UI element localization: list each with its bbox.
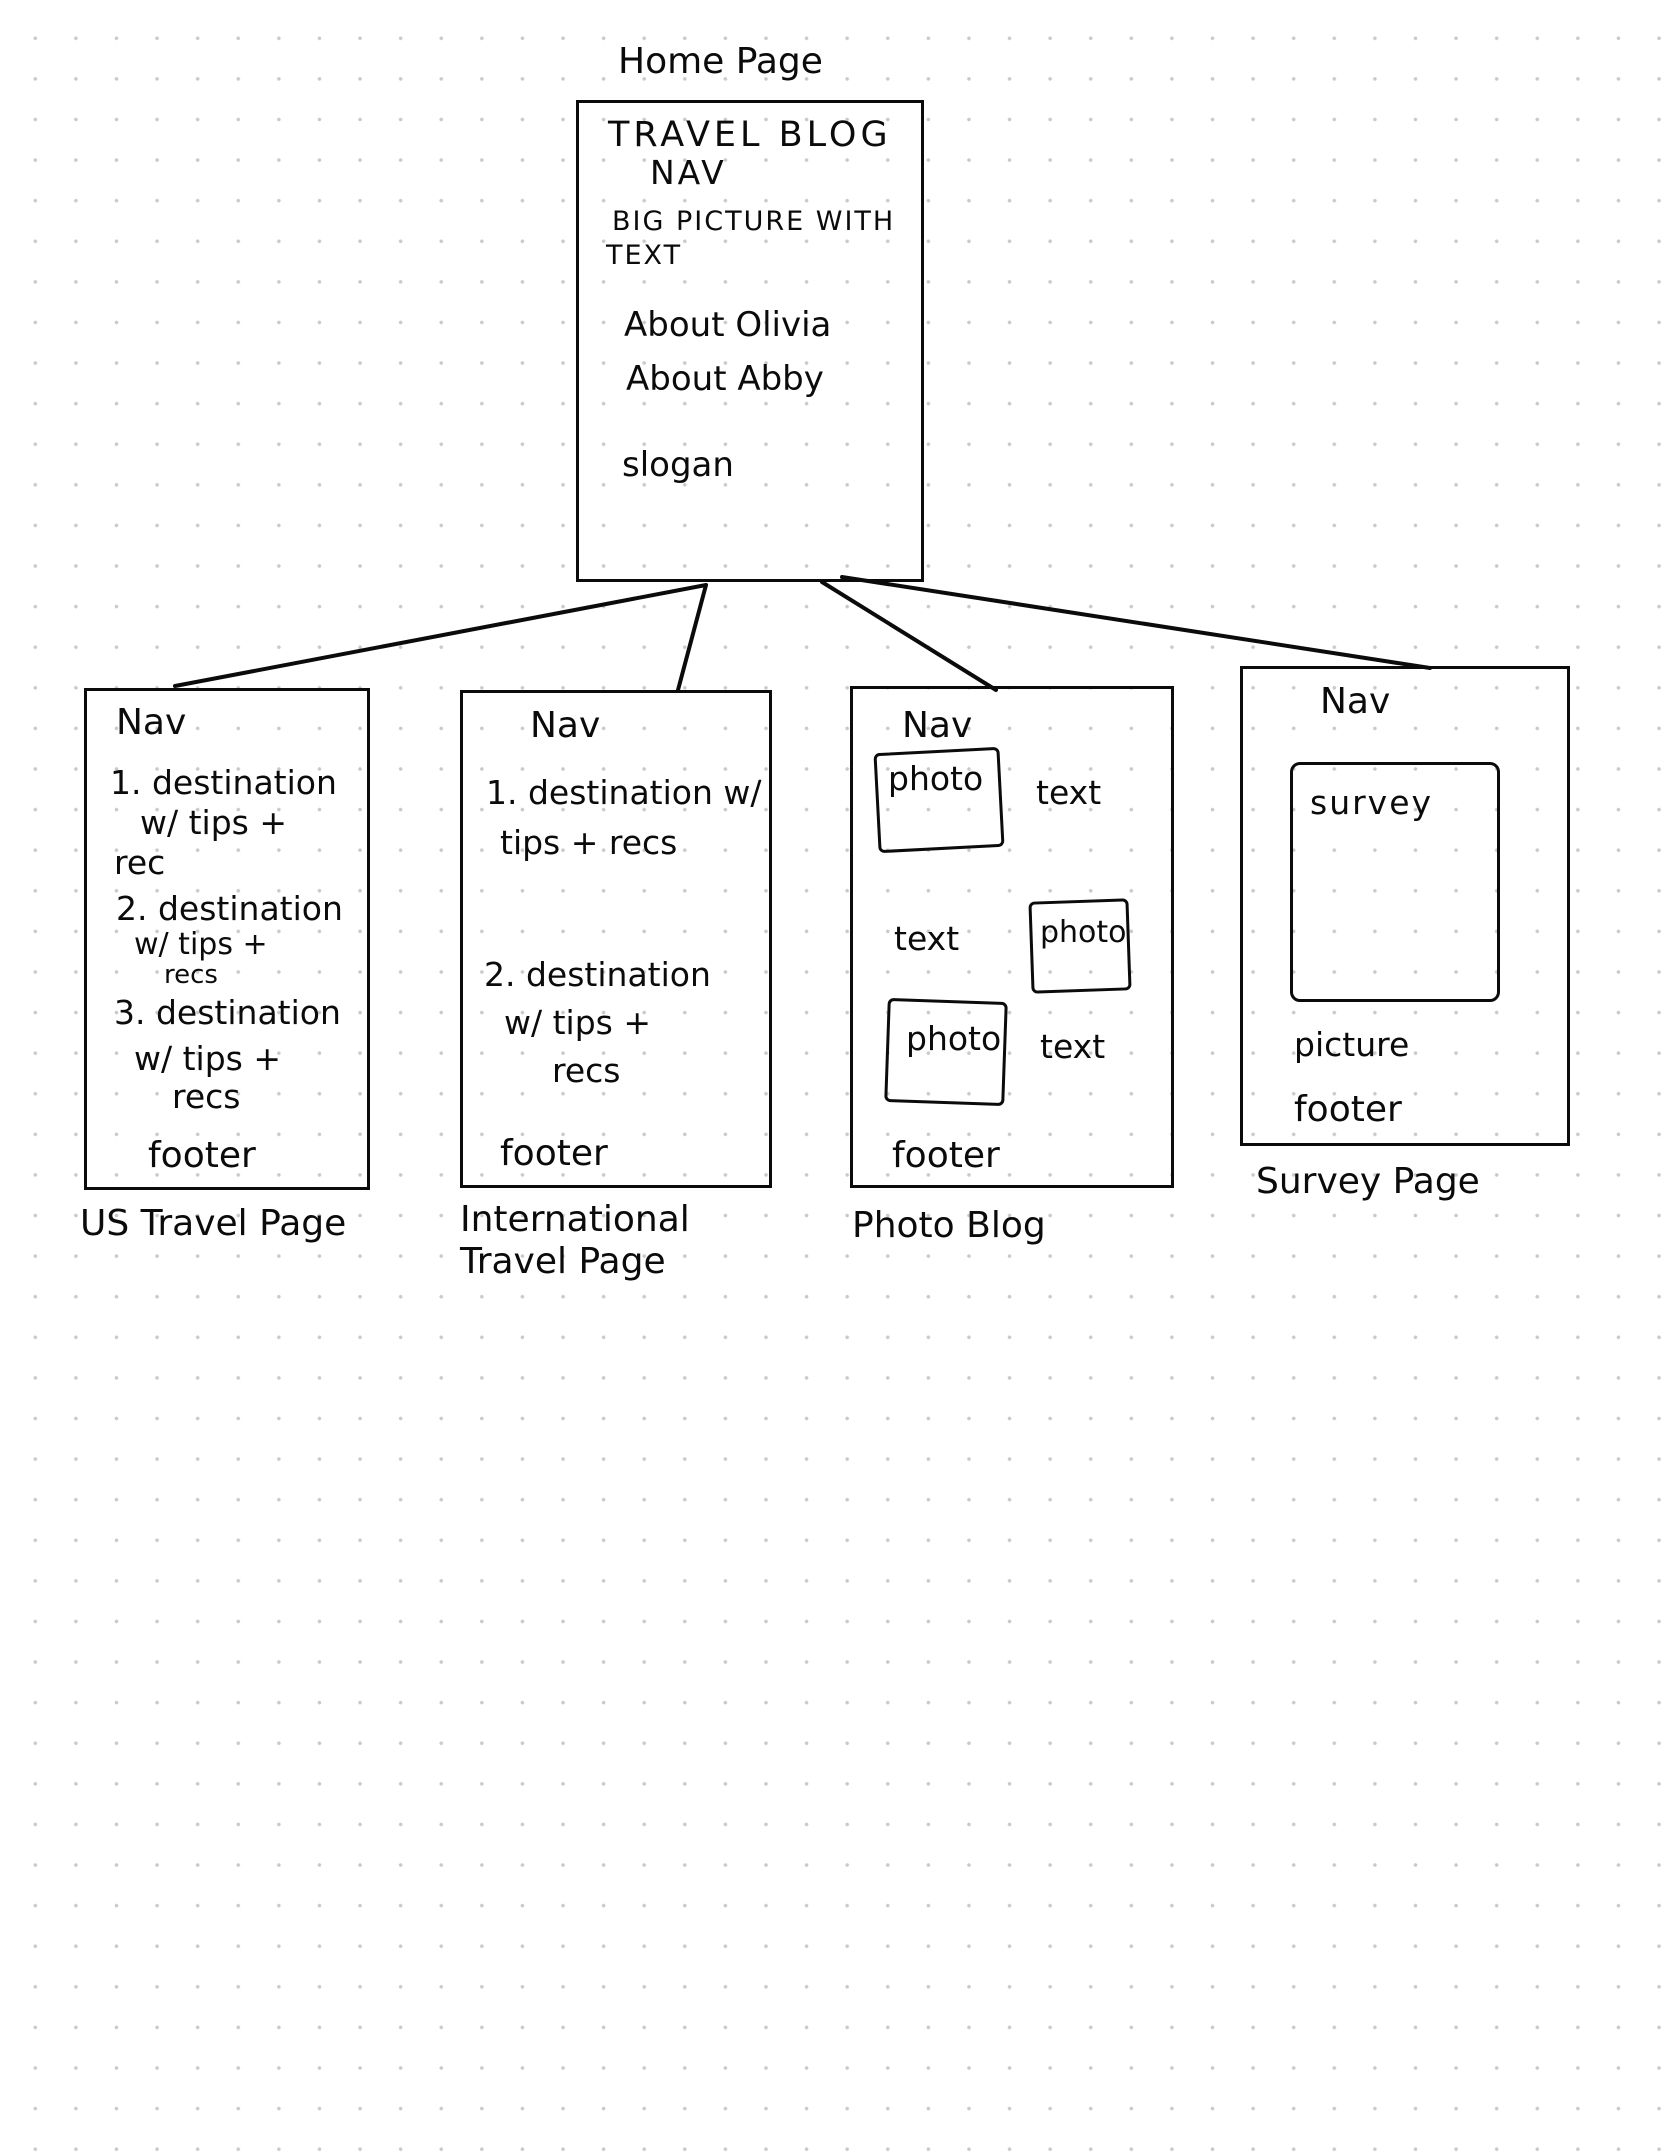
intl-item2-line1: 2. destination [484, 955, 711, 994]
connector-intl [676, 583, 708, 692]
us-travel-box [84, 688, 370, 1190]
us-item1-line3: rec [114, 843, 166, 882]
survey-frame [1290, 762, 1500, 1002]
photo-label-1: photo [888, 759, 984, 798]
us-nav: Nav [116, 702, 187, 743]
intl-item1-line1: 1. destination w/ [486, 773, 762, 812]
photo-footer: footer [892, 1135, 1000, 1176]
home-nav: NAV [650, 153, 727, 192]
connector-us [173, 583, 708, 688]
photo-blog-box [850, 686, 1174, 1188]
photo-nav: Nav [902, 705, 973, 746]
us-item2-line2: w/ tips + [134, 927, 268, 962]
survey-label: survey [1310, 783, 1434, 822]
us-item2-line1: 2. destination [116, 889, 343, 928]
home-about-olivia: About Olivia [624, 305, 832, 345]
international-travel-box [460, 690, 772, 1188]
photo-text-2: text [894, 919, 960, 958]
us-item2-line3: recs [164, 960, 218, 990]
us-item3-line2: w/ tips + [134, 1039, 281, 1078]
photo-blog-title: Photo Blog [852, 1205, 1046, 1246]
photo-text-3: text [1040, 1027, 1106, 1066]
connector-survey [840, 575, 1432, 670]
intl-item2-line2: w/ tips + [504, 1003, 651, 1042]
home-hero-line1: BIG PICTURE WITH [612, 206, 896, 237]
intl-item1-line2: tips + recs [500, 823, 678, 862]
photo-label-2: photo [1040, 915, 1127, 950]
survey-page-title: Survey Page [1256, 1161, 1480, 1202]
connector-photo [820, 580, 998, 692]
home-page-title: Home Page [618, 41, 823, 82]
us-travel-title: US Travel Page [80, 1203, 347, 1244]
us-item1-line1: 1. destination [110, 763, 337, 802]
intl-footer: footer [500, 1133, 608, 1174]
intl-item2-line3: recs [552, 1051, 621, 1090]
survey-nav: Nav [1320, 681, 1391, 722]
home-slogan: slogan [622, 445, 734, 485]
us-footer: footer [148, 1135, 256, 1176]
home-header: TRAVEL BLOG [608, 115, 892, 155]
survey-footer: footer [1294, 1089, 1402, 1130]
us-item3-line3: recs [172, 1077, 241, 1116]
intl-nav: Nav [530, 705, 601, 746]
intl-title-line2: Travel Page [460, 1241, 666, 1282]
home-hero-line2: TEXT [606, 240, 683, 271]
survey-page-box [1240, 666, 1570, 1146]
home-page-box [576, 100, 924, 582]
photo-text-1: text [1036, 773, 1102, 812]
us-item1-line2: w/ tips + [140, 803, 287, 842]
us-item3-line1: 3. destination [114, 993, 341, 1032]
photo-label-3: photo [906, 1019, 1002, 1058]
home-about-abby: About Abby [626, 359, 824, 399]
survey-picture: picture [1294, 1025, 1410, 1064]
intl-title-line1: International [460, 1199, 690, 1240]
